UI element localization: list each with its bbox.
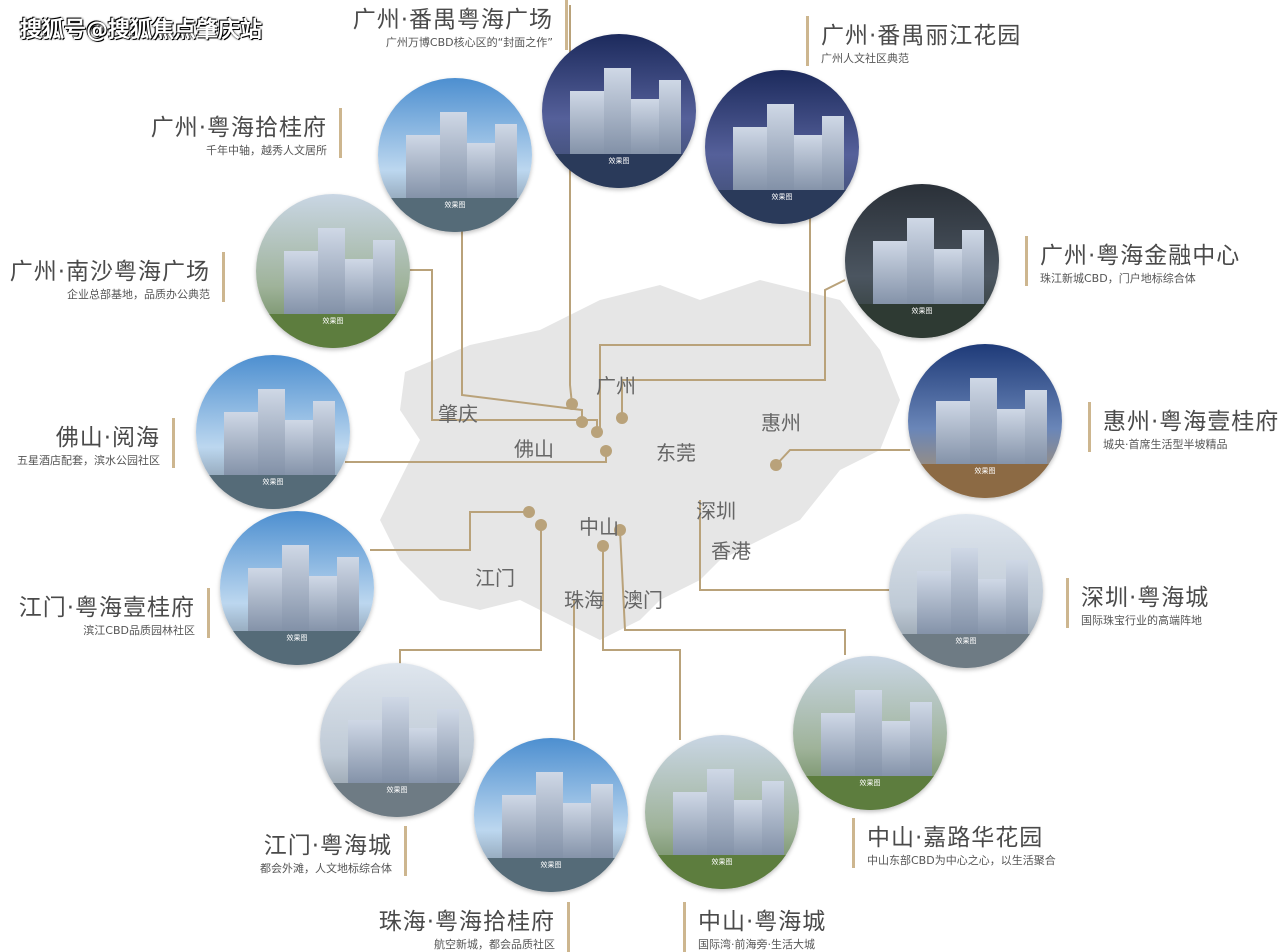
building-shape xyxy=(345,258,377,321)
project-label-4: 广州·粤海金融中心珠江新城CBD，门户地标综合体 xyxy=(1025,236,1240,286)
building-shape xyxy=(257,388,286,482)
building-shape xyxy=(1025,390,1047,471)
image-caption: 效果图 xyxy=(286,634,308,643)
building-shape xyxy=(1006,560,1028,641)
map-label-guangzhou: 广州 xyxy=(596,374,636,398)
image-caption: 效果图 xyxy=(771,193,793,202)
map-label-foshan: 佛山 xyxy=(514,437,554,461)
building-shape xyxy=(934,248,966,311)
building-shape xyxy=(439,111,468,205)
image-caption: 效果图 xyxy=(262,478,284,487)
building-shape xyxy=(762,781,784,862)
building-shape xyxy=(309,575,341,638)
map-label-jiangmen: 江门 xyxy=(475,566,515,590)
project-photo-8: 效果图 xyxy=(889,514,1043,668)
building-shape xyxy=(563,802,595,865)
image-caption: 效果图 xyxy=(540,861,562,870)
building-shape xyxy=(950,547,979,641)
project-photo-6: 效果图 xyxy=(908,344,1062,498)
building-shape xyxy=(962,230,984,311)
image-caption: 效果图 xyxy=(322,317,344,326)
project-label-0: 广州·番禺粤海广场广州万博CBD核心区的“封面之作” xyxy=(353,0,568,50)
building-shape xyxy=(437,709,459,790)
building-shape xyxy=(381,696,410,790)
connector-lines xyxy=(345,5,910,740)
building-shape xyxy=(373,240,395,321)
building-shape xyxy=(978,578,1010,641)
building-shape xyxy=(794,134,826,197)
image-caption: 效果图 xyxy=(444,201,466,210)
map-label-zhuhai: 珠海 xyxy=(564,588,604,612)
project-label-12: 中山·粤海城国际湾·前海旁·生活大城 xyxy=(683,902,826,952)
building-shape xyxy=(882,720,914,783)
image-caption: 效果图 xyxy=(974,467,996,476)
map-label-macau: 澳门 xyxy=(623,588,663,612)
project-photo-3: 效果图 xyxy=(256,194,410,348)
project-photo-11: 效果图 xyxy=(474,738,628,892)
building-shape xyxy=(285,419,317,482)
image-caption: 效果图 xyxy=(386,786,408,795)
building-shape xyxy=(281,544,310,638)
project-label-5: 佛山·阅海五星酒店配套，滨水公园社区 xyxy=(17,418,175,468)
project-label-3: 广州·南沙粤海广场企业总部基地，品质办公典范 xyxy=(10,252,225,302)
building-shape xyxy=(766,103,795,197)
building-shape xyxy=(854,689,883,783)
building-shape xyxy=(969,377,998,471)
project-photo-5: 效果图 xyxy=(196,355,350,509)
location-dots xyxy=(523,398,782,552)
project-label-6: 惠州·粤海壹桂府城央·首席生活型半坡精品 xyxy=(1088,402,1279,452)
map-label-dongguan: 东莞 xyxy=(656,441,696,465)
map-label-zhongshan: 中山 xyxy=(579,515,619,539)
project-photo-0: 效果图 xyxy=(542,34,696,188)
image-caption: 效果图 xyxy=(911,307,933,316)
image-caption: 效果图 xyxy=(859,779,881,788)
project-label-2: 广州·粤海拾桂府千年中轴，越秀人文居所 xyxy=(151,108,342,158)
building-shape xyxy=(631,98,663,161)
project-photo-7: 效果图 xyxy=(220,511,374,665)
map-label-shenzhen: 深圳 xyxy=(696,499,736,523)
map-label-zhaoqing: 肇庆 xyxy=(438,402,478,426)
building-shape xyxy=(313,401,335,482)
building-shape xyxy=(409,727,441,790)
project-photo-9: 效果图 xyxy=(793,656,947,810)
watermark: 搜狐号@搜狐焦点肇庆站 xyxy=(20,18,263,43)
project-label-1: 广州·番禺丽江花园广州人文社区典范 xyxy=(806,16,1021,66)
project-label-8: 深圳·粤海城国际珠宝行业的高端阵地 xyxy=(1066,578,1209,628)
image-caption: 效果图 xyxy=(711,858,733,867)
map-label-huizhou: 惠州 xyxy=(761,411,801,435)
map-label-hongkong: 香港 xyxy=(711,539,751,563)
building-shape xyxy=(910,702,932,783)
project-photo-1: 效果图 xyxy=(705,70,859,224)
building-shape xyxy=(659,80,681,161)
project-photo-12: 效果图 xyxy=(645,735,799,889)
project-label-10: 江门·粤海城都会外滩，人文地标综合体 xyxy=(260,826,407,876)
map-shape xyxy=(380,280,900,640)
project-photo-4: 效果图 xyxy=(845,184,999,338)
project-label-7: 江门·粤海壹桂府滨江CBD品质园林社区 xyxy=(19,588,210,638)
project-label-9: 中山·嘉路华花园中山东部CBD为中心之心，以生活聚合 xyxy=(852,818,1056,868)
building-shape xyxy=(706,768,735,862)
building-shape xyxy=(822,116,844,197)
building-shape xyxy=(535,771,564,865)
building-shape xyxy=(495,124,517,205)
building-shape xyxy=(906,217,935,311)
building-shape xyxy=(317,227,346,321)
building-shape xyxy=(603,67,632,161)
project-label-11: 珠海·粤海拾桂府航空新城，都会品质社区 xyxy=(379,902,570,952)
building-shape xyxy=(734,799,766,862)
building-shape xyxy=(591,784,613,865)
building-shape xyxy=(997,408,1029,471)
building-shape xyxy=(337,557,359,638)
image-caption: 效果图 xyxy=(608,157,630,166)
building-shape xyxy=(467,142,499,205)
image-caption: 效果图 xyxy=(955,637,977,646)
project-photo-10: 效果图 xyxy=(320,663,474,817)
